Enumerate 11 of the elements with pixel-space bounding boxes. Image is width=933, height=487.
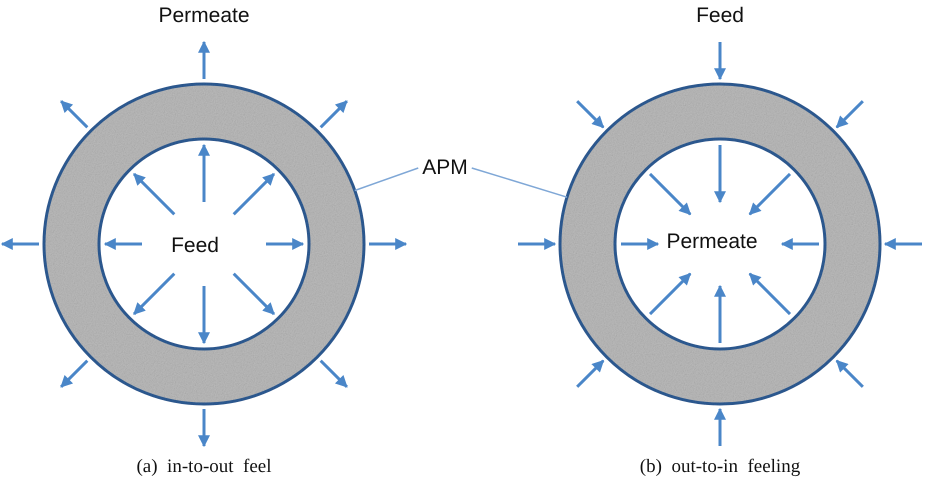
- flow-label: Permeate: [666, 230, 758, 254]
- flow-label: Permeate: [158, 4, 250, 28]
- leader-line: [354, 167, 418, 192]
- flow-label: Feed: [696, 4, 744, 28]
- leader-line: [472, 167, 568, 198]
- flow-label: Feed: [171, 234, 219, 258]
- membrane-ring: [558, 82, 882, 406]
- membrane-ring: [42, 82, 366, 406]
- caption: (b) out-to-in feeling: [640, 456, 800, 478]
- membrane-label: APM: [422, 156, 468, 180]
- caption: (a) in-to-out feel: [136, 456, 272, 478]
